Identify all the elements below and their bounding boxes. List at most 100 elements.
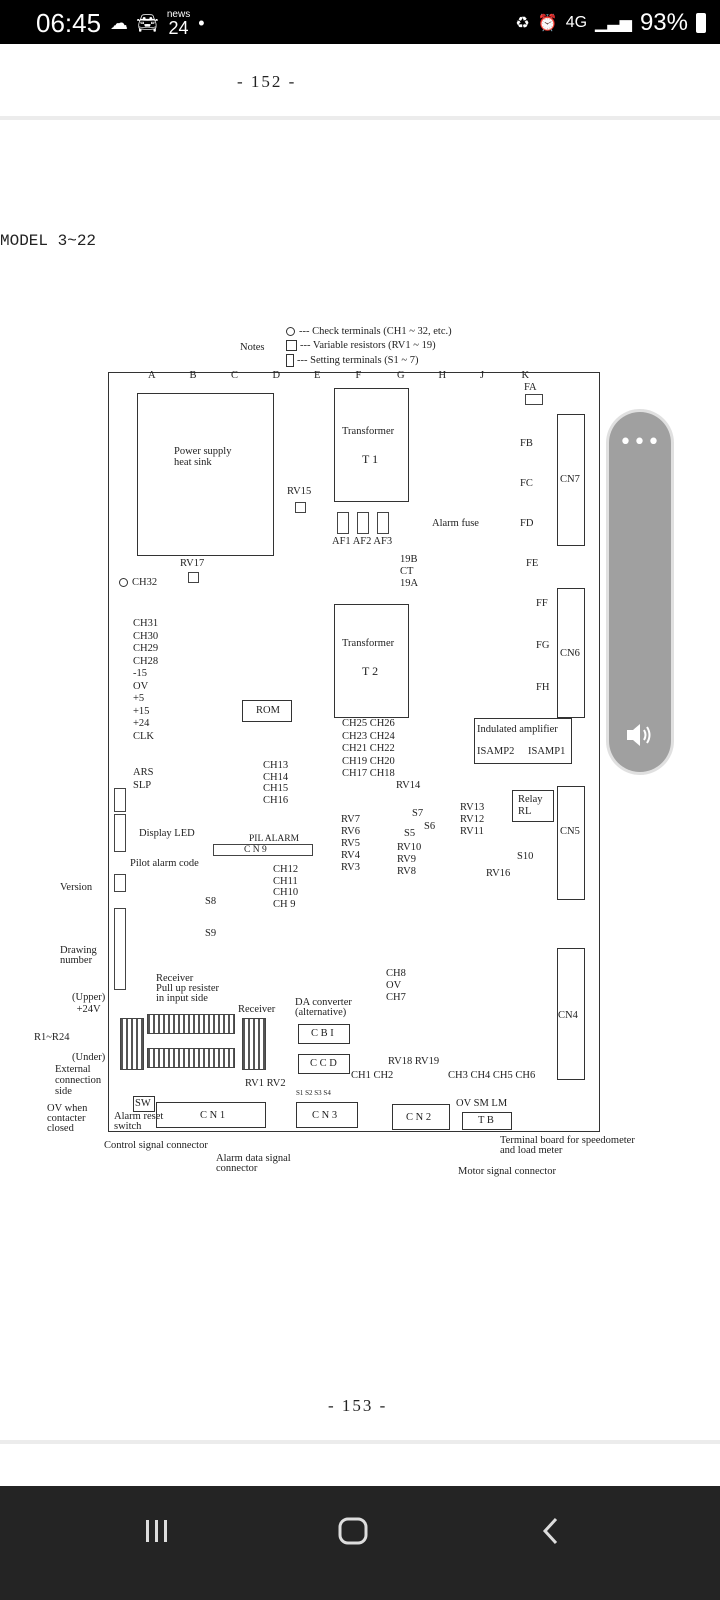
column-letter: J	[480, 370, 485, 381]
receiver1-label: Receiver Pull up resister in input side	[156, 973, 219, 1004]
ov-sm-lm-label: OV SM LM	[456, 1098, 508, 1109]
recycle-icon: ♻	[515, 15, 530, 32]
ct-terminals: 19B CT 19A	[400, 554, 419, 589]
legend-title: Notes	[240, 342, 265, 353]
receiver2-label: Receiver	[238, 1004, 276, 1015]
isamp-label: Indulated amplifier	[477, 724, 558, 735]
t2-label: T 2	[362, 664, 379, 678]
cloud-icon: ☁	[110, 12, 128, 33]
cbi-label: C B I	[311, 1028, 334, 1039]
transformer-t1	[334, 388, 409, 502]
relay-block	[512, 790, 554, 822]
cn5-label: CN5	[560, 826, 580, 837]
recent-apps-button[interactable]	[142, 1516, 172, 1551]
cn5-connector	[557, 786, 585, 900]
document-view[interactable]: - 152 - MODEL 3~22 Notes --- Check termi…	[0, 44, 720, 1516]
fg-label: FG	[536, 640, 550, 651]
clock: 06:45	[36, 8, 102, 38]
column-letter: B	[189, 370, 197, 381]
terminal-board-label: Terminal board for speedometer and load …	[500, 1135, 635, 1156]
column-letter: C	[231, 370, 239, 381]
ch32-label: CH32	[132, 577, 158, 588]
pil-alarm-label: PIL ALARM	[249, 834, 300, 844]
drawing-number-label: Drawing number	[60, 945, 97, 966]
cn6-connector	[557, 588, 585, 718]
s9-label: S9	[205, 928, 217, 939]
cn6-label: CN6	[560, 648, 580, 659]
version-label: Version	[60, 882, 93, 893]
rv16-label: RV16	[486, 868, 511, 879]
af-label: AF1 AF2 AF3	[332, 536, 393, 547]
column-letter: E	[314, 370, 321, 381]
r1-r24-label: R1~R24	[34, 1032, 70, 1043]
external-side-label: External connection side	[55, 1064, 102, 1097]
ccd-label: C C D	[310, 1058, 337, 1069]
under-label: (Under)	[72, 1052, 106, 1063]
cn3-connector	[296, 1102, 358, 1128]
column-letter: K	[521, 370, 530, 381]
s10-label: S10	[517, 851, 534, 862]
more-options-icon[interactable]: •••	[619, 430, 661, 455]
ch13-16-terminals: CH13 CH14 CH15 CH16	[263, 760, 289, 806]
cn7-connector	[557, 414, 585, 546]
battery-icon	[696, 13, 706, 33]
page-separator	[0, 116, 720, 120]
s1-s4-label: S1 S2 S3 S4	[296, 1089, 331, 1097]
da-converter-label: DA converter (alternative)	[295, 997, 352, 1018]
power-supply-label: Power supply heat sink	[174, 446, 232, 468]
rv3-7-labels: RV7 RV6 RV5 RV4 RV3	[341, 814, 360, 873]
s6-label: S6	[424, 821, 436, 832]
center-check-terminals: CH25 CH26 CH23 CH24 CH21 CH22 CH19 CH20 …	[342, 718, 395, 779]
left-check-terminals: CH31 CH30 CH29 CH28 -15 OV +5 +15 +24 CL…	[133, 618, 159, 742]
receiver-chip-right	[242, 1018, 266, 1070]
ccd-chip	[298, 1054, 350, 1074]
check-terminal-icon	[119, 578, 128, 588]
r-component	[114, 788, 126, 812]
cn2-connector	[392, 1104, 450, 1130]
sw-label: SW	[135, 1098, 151, 1109]
battery-percent: 93%	[639, 9, 688, 36]
alarm-fuse-label: Alarm fuse	[432, 518, 479, 529]
fe-label: FE	[526, 558, 539, 569]
isolated-amplifier-block	[474, 718, 572, 764]
control-signal-label: Control signal connector	[104, 1140, 208, 1151]
column-letter: G	[397, 370, 405, 381]
speaker-icon[interactable]	[625, 721, 657, 754]
cn4-label: CN4	[558, 1010, 578, 1021]
rv14-label: RV14	[396, 780, 421, 791]
tb-terminal-board	[462, 1112, 512, 1130]
legend-check: --- Check terminals (CH1 ~ 32, etc.)	[299, 326, 452, 337]
legend-variable: --- Variable resistors (RV1 ~ 19)	[300, 340, 436, 351]
cn9-connector	[213, 844, 313, 856]
cn4-connector	[557, 948, 585, 1080]
status-bar: 06:45 ☁ 🚘︎ news 24 • ♻ ⏰ 4G ▁▃▅ 93%	[0, 0, 720, 44]
s5-label: S5	[404, 828, 416, 839]
fb-label: FB	[520, 438, 533, 449]
upper-label: (Upper) +24V	[72, 992, 106, 1015]
check-terminal-icon	[286, 327, 295, 337]
alarm-data-label: Alarm data signal connector	[216, 1153, 291, 1174]
column-letter: A	[148, 370, 156, 381]
circuit-board-diagram: Notes --- Check terminals (CH1 ~ 32, etc…	[0, 318, 720, 1218]
ch9-12-terminals: CH12 CH11 CH10 CH 9	[273, 864, 299, 910]
cn3-label: C N 3	[312, 1110, 338, 1121]
s7-label: S7	[412, 808, 424, 819]
relay-label: Relay RL	[518, 794, 543, 817]
news24-icon: news 24	[166, 9, 191, 38]
variable-resistor-icon	[286, 340, 297, 352]
volume-panel[interactable]: •••	[609, 412, 671, 772]
transformer1-label: Transformer	[342, 426, 395, 437]
column-letter: F	[355, 370, 362, 381]
rv8-10-labels: RV10 RV9 RV8	[397, 842, 422, 877]
rv1-rv2-label: RV1 RV2	[245, 1078, 286, 1089]
rv18-rv19-label: RV18 RV19	[388, 1056, 440, 1067]
home-button[interactable]	[336, 1516, 370, 1551]
resistor-array-upper	[147, 1014, 235, 1034]
back-button[interactable]	[538, 1516, 566, 1551]
dot-icon: •	[198, 12, 205, 33]
transformer-t2	[334, 604, 409, 718]
isamp2-label: ISAMP2	[477, 746, 515, 757]
drawing-number-plate	[114, 908, 126, 990]
power-supply-block	[137, 393, 274, 556]
rv17-label: RV17	[180, 558, 205, 569]
